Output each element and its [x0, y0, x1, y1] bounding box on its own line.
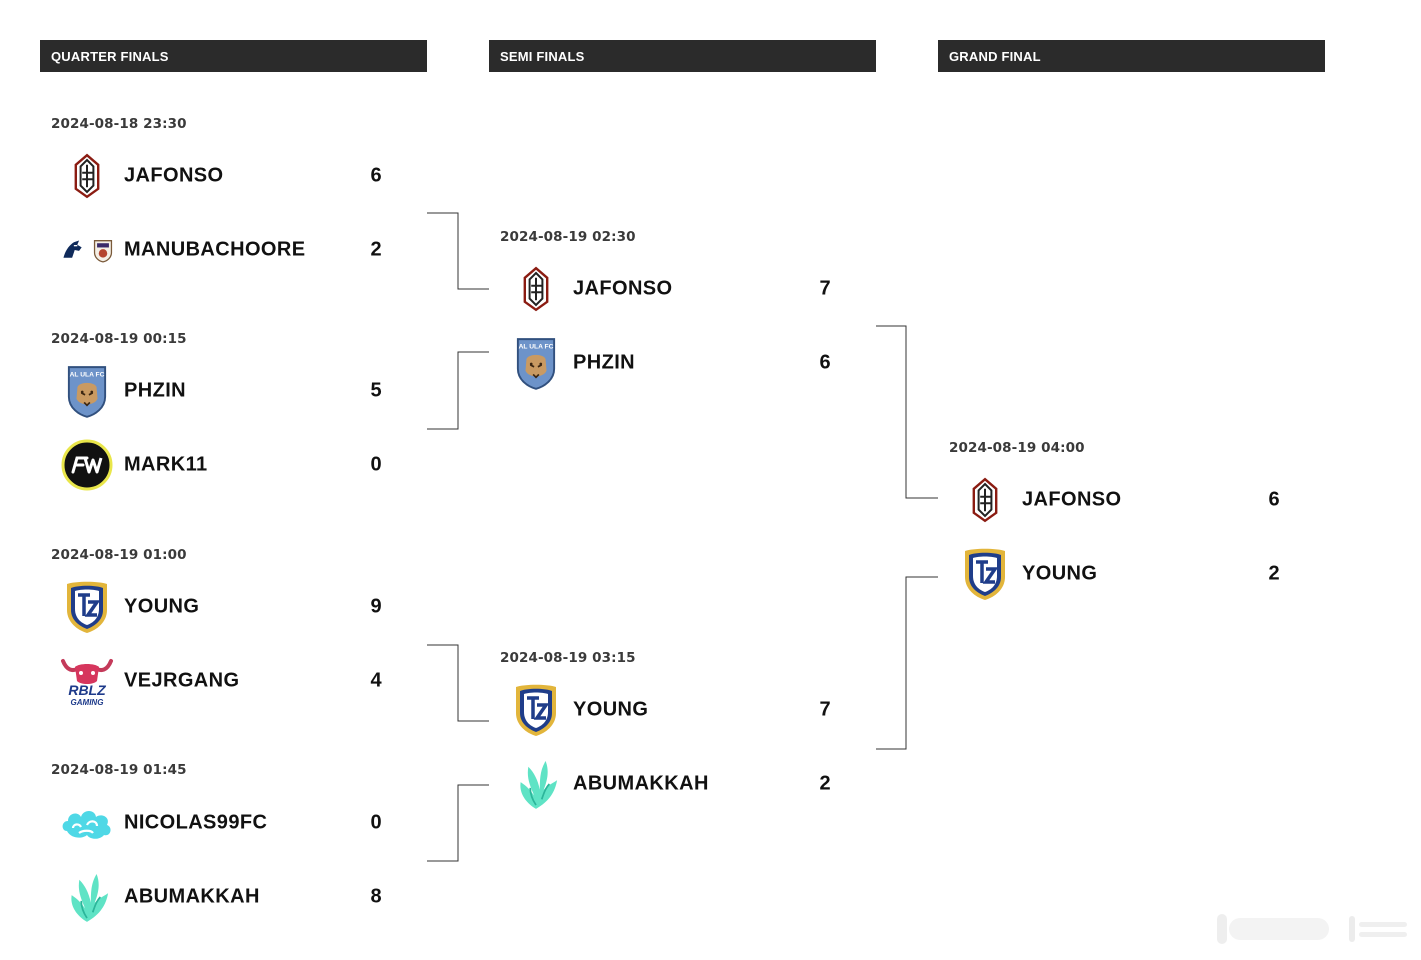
connector-sf2-final — [876, 576, 938, 750]
match-time: 2024-08-19 01:45 — [51, 762, 187, 778]
connector-qf4-sf2 — [427, 784, 489, 862]
connector-qf3-sf2 — [427, 644, 489, 722]
team-name: VEJRGANG — [124, 669, 240, 692]
match-time: 2024-08-19 02:30 — [500, 229, 636, 245]
team-name: ABUMAKKAH — [124, 885, 260, 908]
team-row[interactable]: YOUNG 2 — [949, 546, 1289, 602]
team-row[interactable]: YOUNG 7 — [500, 682, 840, 738]
team-row[interactable]: ABUMAKKAH 2 — [500, 756, 840, 812]
team-score: 2 — [1268, 562, 1280, 585]
team-score: 4 — [370, 669, 382, 692]
match-time: 2024-08-19 01:00 — [51, 547, 187, 563]
team-row[interactable]: MARK11 0 — [51, 437, 391, 493]
team-name: PHZIN — [573, 351, 635, 374]
team-score: 6 — [370, 164, 382, 187]
team-row[interactable]: ABUMAKKAH 8 — [51, 869, 391, 925]
team-score: 7 — [819, 698, 831, 721]
team-score: 6 — [819, 351, 831, 374]
team-row[interactable]: NICOLAS99FC 0 — [51, 795, 391, 851]
team-name: JAFONSO — [124, 164, 224, 187]
team-score: 9 — [370, 595, 382, 618]
watermark-mark — [1217, 914, 1407, 944]
team-score: 2 — [819, 772, 831, 795]
match-time: 2024-08-19 00:15 — [51, 331, 187, 347]
connector-qf2-sf1 — [427, 351, 489, 430]
team-row[interactable]: PHZIN 6 — [500, 335, 840, 391]
round-header-semi-finals: SEMI FINALS — [489, 40, 876, 72]
round-header-grand-final: GRAND FINAL — [938, 40, 1325, 72]
round-header-quarter-finals: QUARTER FINALS — [40, 40, 427, 72]
team-name: YOUNG — [124, 595, 200, 618]
team-name: ABUMAKKAH — [573, 772, 709, 795]
team-row[interactable]: PHZIN 5 — [51, 363, 391, 419]
team-score: 6 — [1268, 488, 1280, 511]
team-row[interactable]: YOUNG 9 — [51, 579, 391, 635]
team-score: 5 — [370, 379, 382, 402]
team-score: 0 — [370, 811, 382, 834]
team-row[interactable]: JAFONSO 7 — [500, 261, 840, 317]
team-row[interactable]: VEJRGANG 4 — [51, 653, 391, 709]
team-name: NICOLAS99FC — [124, 811, 268, 834]
team-name: JAFONSO — [573, 277, 673, 300]
team-name: JAFONSO — [1022, 488, 1122, 511]
team-score: 2 — [370, 238, 382, 261]
match-time: 2024-08-19 04:00 — [949, 440, 1085, 456]
team-score: 7 — [819, 277, 831, 300]
connector-sf1-final — [876, 325, 938, 499]
match-time: 2024-08-19 03:15 — [500, 650, 636, 666]
team-row[interactable]: JAFONSO 6 — [51, 148, 391, 204]
team-score: 0 — [370, 453, 382, 476]
team-row[interactable]: MANUBACHOORE 2 — [51, 222, 391, 278]
team-name: MANUBACHOORE — [124, 238, 306, 261]
team-name: PHZIN — [124, 379, 186, 402]
team-name: MARK11 — [124, 453, 208, 476]
connector-qf1-sf1 — [427, 212, 489, 290]
team-name: YOUNG — [573, 698, 649, 721]
team-name: YOUNG — [1022, 562, 1098, 585]
match-time: 2024-08-18 23:30 — [51, 116, 187, 132]
team-row[interactable]: JAFONSO 6 — [949, 472, 1289, 528]
team-score: 8 — [370, 885, 382, 908]
